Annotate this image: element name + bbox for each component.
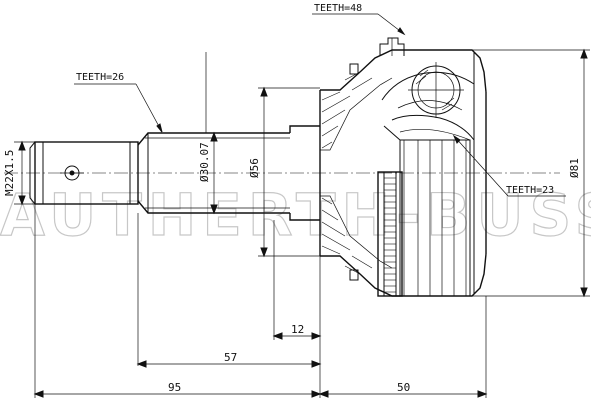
dia-shoulder-label: Ø56 [248, 158, 261, 178]
outer-spline-marker [379, 37, 405, 56]
thread-label: M22X1.5 [3, 150, 16, 196]
teeth23-callout: TEETH=23 [452, 134, 566, 197]
teeth23-label: TEETH=23 [506, 185, 554, 196]
dim-57: 57 [136, 351, 322, 368]
dia-shoulder-dimension: Ø56 [248, 86, 320, 258]
dim-12-label: 12 [291, 323, 304, 336]
ball-bearing [408, 62, 464, 118]
dim-95-label: 95 [168, 381, 181, 394]
splined-shaft [137, 132, 290, 214]
abs-tone-ring [377, 171, 403, 297]
dia-bell-label: Ø81 [568, 158, 581, 178]
dia-shaft-label: Ø30.07 [198, 142, 211, 182]
teeth48-callout: TEETH=48 [312, 3, 406, 36]
teeth26-label: TEETH=26 [76, 72, 124, 83]
dia-shaft-dimension: Ø30.07 [198, 131, 218, 215]
teeth26-callout: TEETH=26 [74, 72, 163, 133]
dim-50-label: 50 [397, 381, 410, 394]
dim-57-label: 57 [224, 351, 237, 364]
teeth48-label: TEETH=48 [314, 3, 362, 14]
dim-95: 95 [33, 381, 322, 398]
threaded-stub [29, 141, 139, 205]
dim-12: 12 [272, 323, 322, 340]
dia-bell-dimension: Ø81 [472, 48, 590, 298]
dim-50: 50 [318, 381, 488, 398]
thread-dimension: M22X1.5 [3, 140, 35, 206]
inner-race-and-cage [381, 71, 475, 297]
watermark-text: AUTHERTH-BUSS [0, 181, 591, 249]
